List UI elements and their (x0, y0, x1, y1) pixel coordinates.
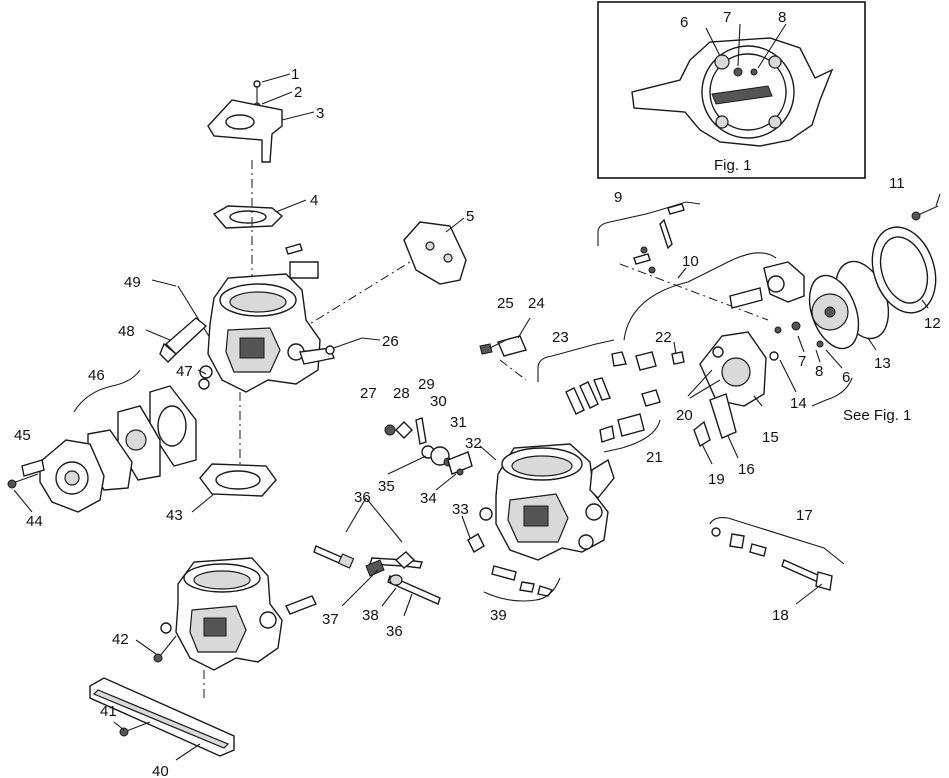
callout-6: 6 (842, 369, 850, 386)
callout-42: 42 (112, 631, 129, 648)
callout-17: 17 (796, 507, 813, 524)
lower-left-carburetor-group (89, 557, 317, 757)
callout-16: 16 (738, 461, 755, 478)
callout-18: 18 (772, 607, 789, 624)
callout-19: 19 (708, 471, 725, 488)
callout-44: 44 (26, 513, 43, 530)
callout-25: 25 (497, 295, 514, 312)
callout-49: 49 (124, 274, 141, 291)
callout-8: 8 (815, 363, 823, 380)
see-fig1-note: See Fig. 1 (843, 407, 911, 424)
callout-22: 22 (655, 329, 672, 346)
callout-27: 27 (360, 385, 377, 402)
callout-20: 20 (676, 407, 693, 424)
callout-37: 37 (322, 611, 339, 628)
callout-15: 15 (762, 429, 779, 446)
callout-35: 35 (378, 478, 395, 495)
callout-13: 13 (874, 355, 891, 372)
callout-39: 39 (490, 607, 507, 624)
callout-29: 29 (418, 376, 435, 393)
inset-label-6: 6 (680, 14, 688, 31)
fig1-inset: 6 7 8 Fig. 1 (597, 1, 866, 179)
callout-1: 1 (291, 66, 299, 83)
callout-36-repeat: 36 (386, 623, 403, 640)
callout-labels: 1 2 3 4 5 6 7 8 9 10 11 12 13 14 15 16 1… (14, 66, 941, 778)
callout-4: 4 (310, 192, 318, 209)
callout-31: 31 (450, 414, 467, 431)
main-carburetor-group (467, 443, 615, 597)
callout-34: 34 (420, 490, 437, 507)
callout-9: 9 (614, 189, 622, 206)
callout-40: 40 (152, 763, 169, 778)
callout-41: 41 (100, 703, 117, 720)
callout-38: 38 (362, 607, 379, 624)
inset-label-7: 7 (723, 9, 731, 26)
callout-10: 10 (682, 253, 699, 270)
hose-and-small-parts-group (313, 335, 527, 605)
callout-2: 2 (294, 84, 302, 101)
callout-48: 48 (118, 323, 135, 340)
right-parts-group (537, 201, 939, 605)
callout-46: 46 (88, 367, 105, 384)
callout-21: 21 (646, 449, 663, 466)
callout-14: 14 (790, 395, 807, 412)
callout-12: 12 (924, 315, 941, 332)
callout-23: 23 (552, 329, 569, 346)
callout-26: 26 (382, 333, 399, 350)
callout-3: 3 (316, 105, 324, 122)
callout-30: 30 (430, 393, 447, 410)
callout-24: 24 (528, 295, 545, 312)
callout-45: 45 (14, 427, 31, 444)
inset-label-8: 8 (778, 9, 786, 26)
callout-32: 32 (465, 435, 482, 452)
callout-28: 28 (393, 385, 410, 402)
leader-lines (13, 73, 941, 761)
callout-33: 33 (452, 501, 469, 518)
callout-47: 47 (176, 363, 193, 380)
inset-caption: Fig. 1 (714, 157, 752, 174)
callout-43: 43 (166, 507, 183, 524)
upper-left-carburetor-group (159, 80, 467, 497)
fuel-pump-group (7, 378, 210, 513)
callout-7: 7 (798, 353, 806, 370)
callout-36: 36 (354, 489, 371, 506)
callout-11: 11 (889, 175, 905, 192)
callout-5: 5 (466, 208, 474, 225)
